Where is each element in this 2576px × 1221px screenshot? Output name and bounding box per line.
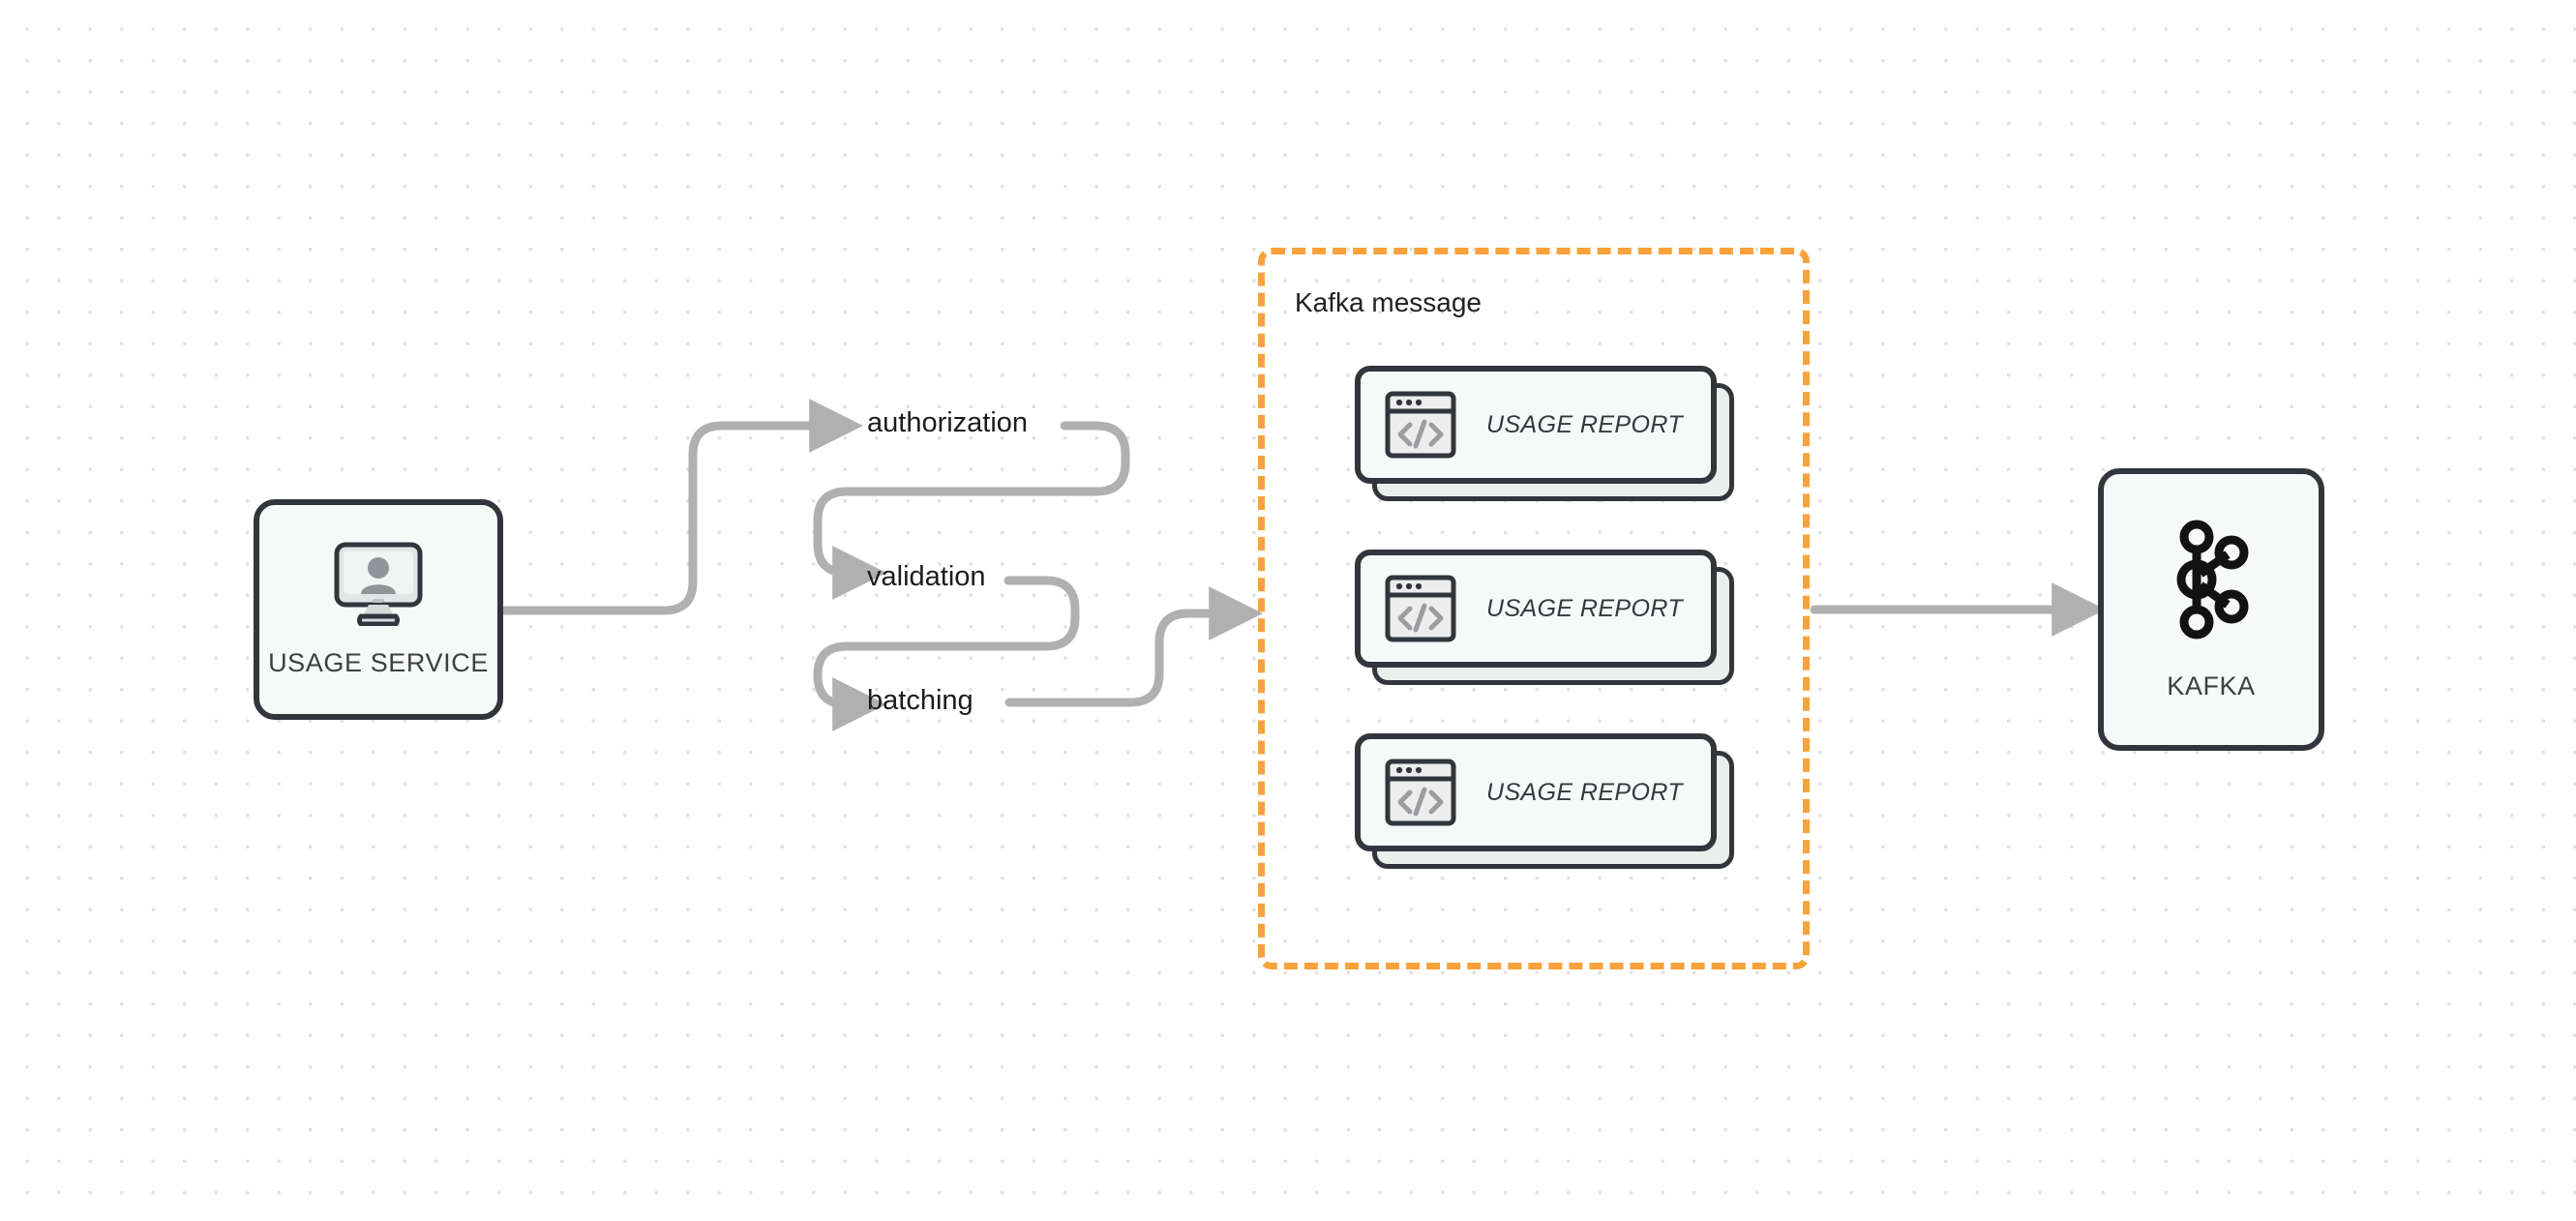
step-label-batching[interactable]: batching	[867, 685, 973, 716]
card-front[interactable]: USAGE REPORT	[1355, 366, 1717, 484]
code-window-icon	[1384, 758, 1457, 827]
connector-batching-to-kafka-message	[1004, 586, 1263, 707]
usage-report-card[interactable]: USAGE REPORT	[1355, 550, 1734, 685]
usage-report-label: USAGE REPORT	[1486, 410, 1683, 438]
connector-usage-service-to-authorization	[499, 399, 863, 615]
node-label-usage-service: USAGE SERVICE	[268, 648, 489, 677]
node-label-kafka: KAFKA	[2167, 671, 2256, 700]
usage-report-label: USAGE REPORT	[1486, 778, 1683, 806]
card-front[interactable]: USAGE REPORT	[1355, 733, 1717, 851]
kafka-message-group	[1258, 248, 1810, 969]
node-kafka[interactable]: KAFKA	[2098, 468, 2324, 751]
connector-authorization-to-validation	[813, 421, 1130, 600]
usage-report-card[interactable]: USAGE REPORT	[1355, 366, 1734, 501]
step-label-validation[interactable]: validation	[867, 561, 986, 592]
kafka-logo-icon	[2168, 518, 2255, 646]
code-window-icon	[1384, 390, 1457, 460]
kafka-message-group-title: Kafka message	[1295, 287, 1482, 317]
usage-report-label: USAGE REPORT	[1486, 594, 1683, 622]
monitor-user-icon	[332, 541, 425, 631]
code-window-icon	[1384, 574, 1457, 643]
step-label-authorization[interactable]: authorization	[867, 407, 1029, 438]
usage-report-card[interactable]: USAGE REPORT	[1355, 733, 1734, 869]
node-usage-service[interactable]: USAGE SERVICE	[254, 499, 503, 720]
card-front[interactable]: USAGE REPORT	[1355, 550, 1717, 668]
